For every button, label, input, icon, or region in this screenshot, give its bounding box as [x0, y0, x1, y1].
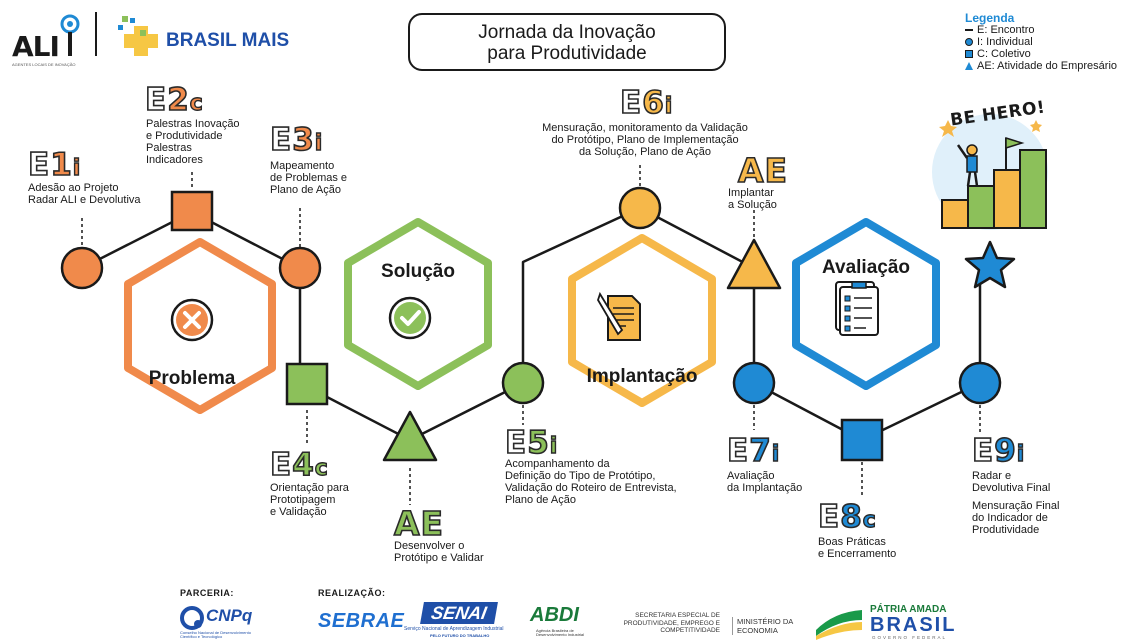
node-e7	[732, 361, 776, 405]
step-desc-e1: Adesão ao Projeto Radar ALI e Devolutiva	[28, 182, 141, 206]
step-code-e3: E3i	[269, 122, 324, 158]
sebrae-logo: SEBRAE	[318, 610, 405, 632]
legend-item: AE: Atividade do Empresário	[965, 60, 1117, 72]
ali-logo: ALI AGENTES LOCAIS DE INOVAÇÃO	[12, 12, 84, 70]
step-desc-e7: Avaliação da Implantação	[727, 470, 803, 494]
step-desc-e3: Mapeamento de Problemas e Plano de Ação	[270, 160, 348, 196]
senai-text: SENAI	[420, 602, 498, 624]
star-icon	[964, 240, 1016, 289]
phase-label-problema: Problema	[148, 368, 236, 389]
step-desc-e6: Mensuração, monitoramento da Validação d…	[542, 122, 748, 158]
node-e5	[501, 361, 545, 405]
phase-label-avaliacao: Avaliação	[821, 257, 910, 278]
step-desc-e5: Acompanhamento da Definição do Tipo de P…	[505, 458, 677, 506]
legend-item: I: Individual	[965, 36, 1117, 48]
cnpq-subtitle: Conselho Nacional de Desenvolvimento Cie…	[180, 630, 251, 639]
node-e9	[958, 361, 1002, 405]
step-code-e4: E4c	[269, 447, 329, 483]
senai-subtitle: Serviço Nacional de Aprendizagem Industr…	[404, 626, 504, 632]
node-e4	[285, 362, 329, 406]
step-desc-e8: Boas Práticas e Encerramento	[818, 536, 897, 560]
secretaria-text: SECRETARIA ESPECIAL DE PRODUTIVIDADE, EM…	[623, 612, 720, 634]
ministerio-text: MINISTÉRIO DA ECONOMIA	[732, 617, 807, 635]
dash-icon	[965, 29, 973, 31]
abdi-logo: ABDI Agência Brasileira de Desenvolvimen…	[530, 604, 596, 640]
brasil-mais-text: BRASIL MAIS	[166, 30, 290, 51]
step-desc2-e9: Mensuração Final do Indicador de Produti…	[972, 500, 1060, 536]
abdi-text: ABDI	[530, 604, 579, 626]
square-icon	[965, 50, 973, 58]
brasil-text: BRASIL	[870, 614, 957, 636]
step-code-e1: E1i	[27, 147, 82, 183]
x-circle-icon	[170, 298, 214, 342]
step-desc-ae2: Implantar a Solução	[728, 187, 777, 211]
ali-logo-text: ALI	[12, 30, 60, 63]
node-e1	[60, 246, 104, 290]
cnpq-text: CNPq	[206, 606, 253, 625]
hexagon-avaliacao	[792, 218, 940, 390]
hexagon-problema	[124, 238, 276, 414]
patria-amada-text: PÁTRIA AMADA	[870, 604, 947, 615]
step-code-e7: E7i	[726, 433, 781, 469]
legend-title: Legenda	[965, 11, 1015, 25]
header-divider	[95, 12, 97, 56]
phase-label-solucao: Solução	[381, 261, 455, 282]
be-hero-illustration	[932, 114, 1048, 230]
step-desc-ae1: Desenvolver o Protótipo e Validar	[394, 540, 484, 564]
legend-item: C: Coletivo	[965, 48, 1117, 60]
node-ae1	[382, 410, 438, 462]
footer-realizacao-label: REALIZAÇÃO:	[318, 588, 386, 598]
legend: Legenda E: Encontro I: Individual C: Col…	[965, 12, 1117, 72]
check-circle-icon	[388, 296, 432, 340]
hexagon-solucao	[344, 218, 492, 390]
senai-subtitle2: PELO FUTURO DO TRABALHO	[430, 633, 490, 638]
node-e8	[840, 418, 884, 462]
brasil-governo-logo: PÁTRIA AMADA BRASIL GOVERNO FEDERAL	[814, 604, 959, 642]
page-title: Jornada da Inovação para Produtividade	[408, 13, 726, 71]
node-ae2	[726, 238, 782, 290]
step-code-ae1: AE	[393, 504, 445, 543]
node-e6	[618, 186, 662, 230]
governo-federal-text: GOVERNO FEDERAL	[872, 635, 948, 640]
node-e3	[278, 246, 322, 290]
step-desc-e9: Radar e Devolutiva Final	[972, 470, 1051, 494]
legend-item: E: Encontro	[965, 24, 1117, 36]
step-code-e8: E8c	[817, 499, 877, 535]
senai-logo: SENAI Serviço Nacional de Aprendizagem I…	[404, 602, 516, 638]
footer-parceria-label: PARCERIA:	[180, 588, 234, 598]
cnpq-logo: CNPq Conselho Nacional de Desenvolviment…	[180, 604, 300, 639]
step-code-e5: E5i	[504, 425, 559, 461]
step-code-e6: E6i	[619, 85, 674, 121]
node-e2	[170, 190, 214, 232]
step-desc2-e2: Palestras Indicadores	[146, 142, 203, 166]
circle-icon	[965, 38, 973, 46]
checklist-icon	[835, 281, 879, 336]
step-code-e9: E9i	[971, 433, 1026, 469]
document-pencil-icon	[597, 291, 641, 341]
hexagon-implantacao	[568, 234, 716, 407]
phase-label-implantacao: Implantação	[586, 366, 698, 387]
step-code-ae2: AE	[737, 151, 789, 190]
abdi-subtitle: Agência Brasileira de Desenvolvimento In…	[536, 628, 585, 637]
step-desc-e4: Orientação para Prototipagem e Validação	[270, 482, 349, 518]
triangle-icon	[965, 62, 973, 70]
step-desc-e2: Palestras Inovação e Produtividade	[146, 118, 240, 142]
ali-tagline: AGENTES LOCAIS DE INOVAÇÃO	[12, 62, 76, 67]
step-code-e2: E2c	[144, 82, 204, 118]
